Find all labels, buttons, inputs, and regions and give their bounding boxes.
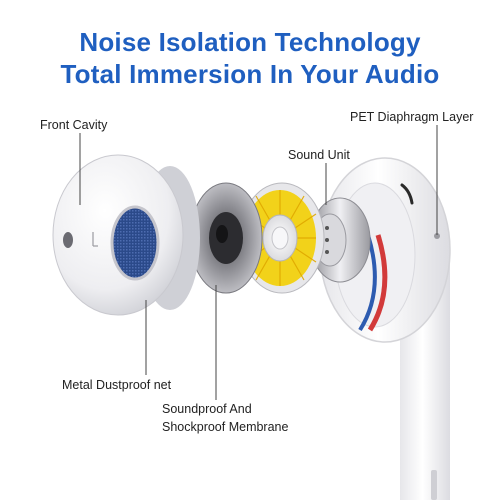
label-pet-diaphragm: PET Diaphragm Layer: [350, 110, 474, 124]
label-soundproof-line-2: Shockproof Membrane: [162, 420, 289, 434]
metal-mesh-icon: [110, 205, 160, 281]
label-front-cavity: Front Cavity: [40, 118, 108, 132]
headline-line-1: Noise Isolation Technology: [79, 27, 421, 57]
label-soundproof-line-1: Soundproof And: [162, 402, 252, 416]
pet-diaphragm-icon: [239, 182, 325, 294]
label-sound-unit: Sound Unit: [288, 148, 350, 162]
headline-line-2: Total Immersion In Your Audio: [60, 59, 440, 89]
membrane-disc-icon: [189, 182, 263, 294]
callout-lines: [79, 125, 438, 400]
label-metal-dustproof: Metal Dustproof net: [62, 378, 172, 392]
